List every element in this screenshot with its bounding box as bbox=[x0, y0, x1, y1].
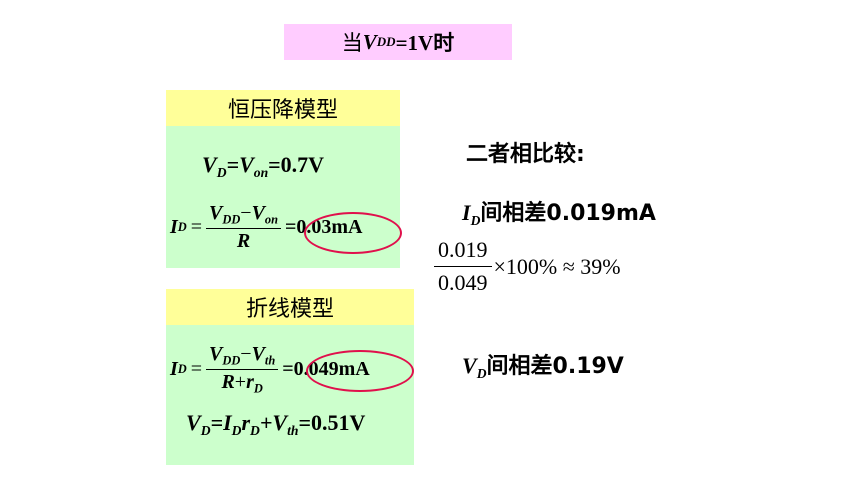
title-prefix: 当 bbox=[341, 32, 363, 55]
constant-drop-panel: 恒压降模型 bbox=[166, 90, 400, 268]
ratio-tail: ×100% ≈ 39% bbox=[493, 253, 621, 279]
piecewise-heading: 折线模型 bbox=[166, 289, 414, 325]
highlight-ellipse-1 bbox=[304, 212, 402, 254]
id-fraction-2: VDD−Vth R+rD bbox=[206, 343, 279, 397]
title-suffix: =1V时 bbox=[395, 31, 455, 55]
highlight-ellipse-2 bbox=[306, 350, 414, 392]
vd-equation-2: VD=IDrD+Vth=0.51V bbox=[186, 410, 366, 438]
compare-vd-line: VD间相差0.19V bbox=[462, 353, 624, 381]
vd-equation-1: VD=Von=0.7V bbox=[202, 152, 325, 180]
compare-id-line: ID间相差0.019mA bbox=[462, 200, 656, 228]
ratio-fraction: 0.019 0.049 bbox=[434, 237, 492, 296]
id-fraction-1: VDD−Von R bbox=[206, 202, 281, 253]
title-var: V bbox=[362, 29, 377, 54]
compare-ratio: 0.019 0.049 ×100% ≈ 39% bbox=[434, 237, 621, 296]
title-var-sub: DD bbox=[376, 34, 396, 49]
compare-heading: 二者相比较: bbox=[466, 142, 585, 167]
constant-drop-heading: 恒压降模型 bbox=[166, 90, 400, 126]
